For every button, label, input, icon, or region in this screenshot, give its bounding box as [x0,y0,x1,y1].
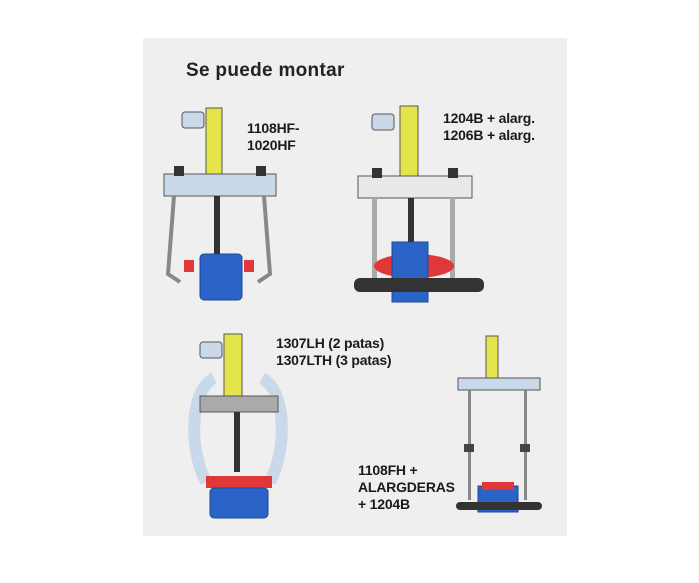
variant-2-label: 1204B + alarg. 1206B + alarg. [443,110,535,143]
tool-illustration-1108hf [163,107,277,301]
variant-4-label: 1108FH + ALARGDERAS + 1204B [358,462,455,512]
tool-illustration-1108fh [456,335,542,513]
variant-3-label: 1307LH (2 patas) 1307LTH (3 patas) [276,335,392,368]
tool-illustration-1307lh [188,333,288,519]
variant-1-label: 1108HF- 1020HF [247,120,300,153]
page-title: Se puede montar [186,60,345,81]
tool-illustration-1204b [354,105,484,303]
